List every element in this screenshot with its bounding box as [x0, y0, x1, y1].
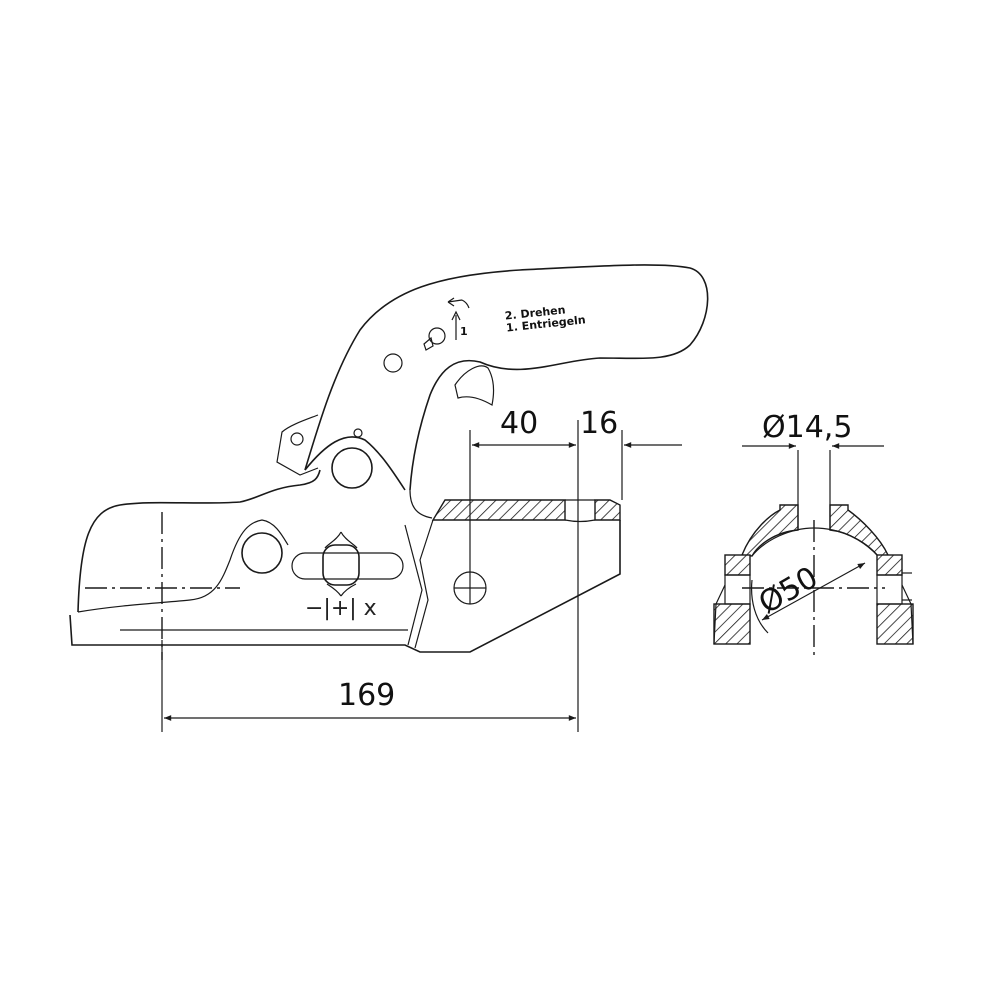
- plate-section-hatch: [431, 499, 566, 521]
- dimension-length: 169: [338, 678, 395, 713]
- coupling-section-view: Ø14,5 Ø50: [713, 410, 914, 660]
- wear-indicator-symbol: −|+| x: [305, 596, 377, 621]
- body-outline: [77, 469, 321, 613]
- handle-outline: [304, 264, 709, 491]
- coupling-side-view: 1 2. Drehen 1. Entriegeln −|+: [69, 264, 709, 660]
- dimension-hole-offset: 40: [500, 406, 538, 441]
- body-base: [69, 520, 621, 653]
- handle-label-turn: 2. Drehen: [504, 303, 566, 322]
- arrow-number-label: 1: [460, 325, 468, 338]
- dimension-plate-thickness: 16: [580, 406, 618, 441]
- handle-lug: [276, 414, 319, 476]
- unlock-indicator: 1: [423, 297, 470, 351]
- handle-latch: [454, 365, 495, 406]
- wear-indicator: −|+| x: [291, 531, 404, 621]
- handle-pin-hole: [383, 353, 403, 373]
- pivot-boss: [304, 436, 406, 491]
- pivot-hole: [331, 447, 373, 489]
- body-hole: [241, 532, 283, 574]
- dimension-bolt-hole-diameter: Ø14,5: [762, 410, 852, 445]
- dimension-lines: 169 40 16: [161, 406, 682, 732]
- dome-section-hatch: [741, 504, 799, 557]
